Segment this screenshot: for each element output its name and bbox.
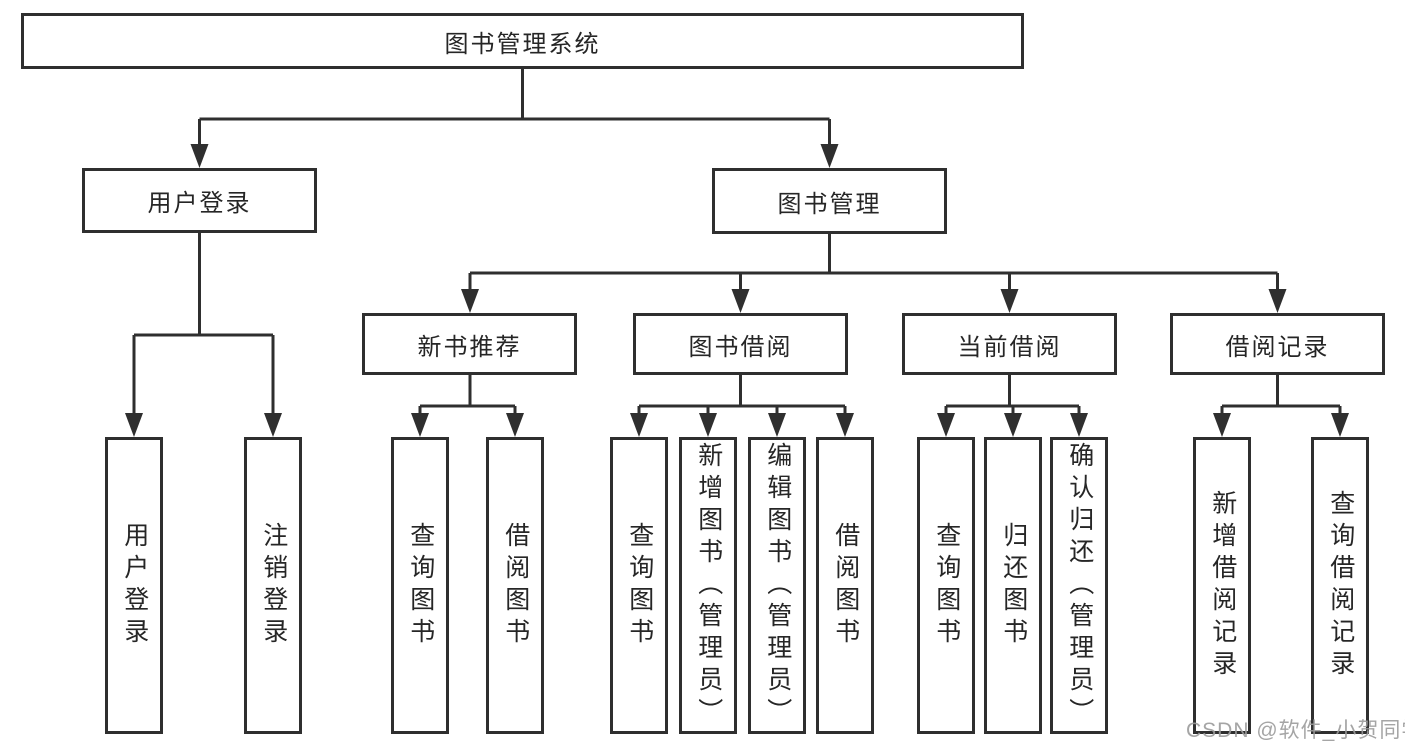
- leaf-add-borrow-record: 新增借阅记录: [1193, 437, 1251, 734]
- node-library-management-system: 图书管理系统: [21, 13, 1024, 69]
- leaf-borrow-books-borrowing: 借阅图书: [816, 437, 874, 734]
- node-user-login: 用户登录: [82, 168, 317, 233]
- node-label: 查询图书: [932, 521, 961, 650]
- node-book-borrowing: 图书借阅: [633, 313, 848, 375]
- leaf-add-book-admin: 新增图书（管理员）: [679, 437, 737, 734]
- node-label: 用户登录: [147, 190, 252, 217]
- node-label: 图书管理系统: [444, 30, 601, 58]
- node-label: 新增图书（管理员）: [694, 441, 723, 730]
- node-label: 查询借阅记录: [1326, 489, 1355, 682]
- node-label: 借阅记录: [1225, 333, 1330, 361]
- leaf-return-books: 归还图书: [984, 437, 1042, 734]
- node-label: 借阅图书: [501, 521, 530, 650]
- node-label: 新书推荐: [417, 333, 522, 361]
- node-label: 归还图书: [999, 521, 1028, 650]
- node-label: 图书管理: [777, 190, 882, 218]
- leaf-query-books-borrowing: 查询图书: [610, 437, 668, 734]
- node-label: 当前借阅: [957, 333, 1062, 361]
- csdn-watermark: CSDN @软件_小贺同学: [1186, 719, 1405, 742]
- leaf-user-login: 用户登录: [105, 437, 163, 734]
- node-current-borrowing: 当前借阅: [902, 313, 1117, 375]
- leaf-edit-book-admin: 编辑图书（管理员）: [748, 437, 806, 734]
- node-label: 编辑图书（管理员）: [763, 441, 792, 730]
- node-label: 注销登录: [259, 521, 288, 650]
- leaf-query-books-current: 查询图书: [917, 437, 975, 734]
- leaf-confirm-return-admin: 确认归还（管理员）: [1050, 437, 1108, 734]
- node-label: 图书借阅: [688, 333, 793, 361]
- node-label: 借阅图书: [831, 521, 860, 650]
- node-label: 用户登录: [120, 521, 149, 650]
- node-label: 查询图书: [406, 521, 435, 650]
- node-new-book-recommendation: 新书推荐: [362, 313, 577, 375]
- node-label: 新增借阅记录: [1208, 489, 1237, 682]
- node-borrowing-records: 借阅记录: [1170, 313, 1385, 375]
- node-book-management: 图书管理: [712, 168, 947, 234]
- leaf-query-books-recommend: 查询图书: [391, 437, 449, 734]
- leaf-logout: 注销登录: [244, 437, 302, 734]
- node-label: 确认归还（管理员）: [1065, 441, 1094, 730]
- node-label: 查询图书: [625, 521, 654, 650]
- leaf-borrow-books-recommend: 借阅图书: [486, 437, 544, 734]
- leaf-query-borrow-record: 查询借阅记录: [1311, 437, 1369, 734]
